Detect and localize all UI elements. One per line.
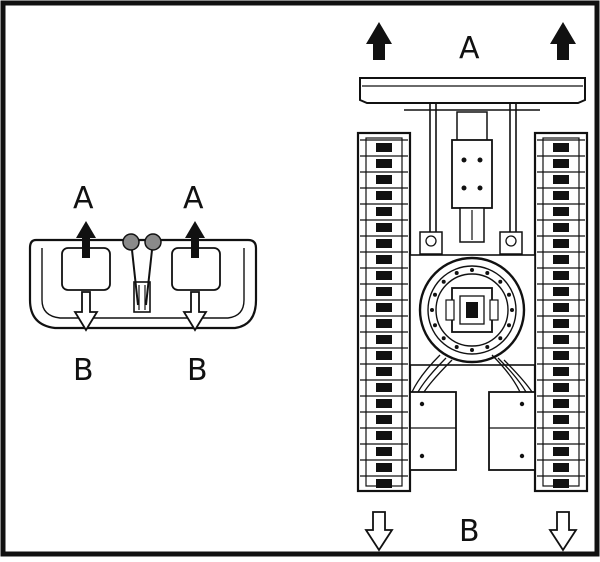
right-track [533,131,589,493]
arrow-down-icon [364,511,394,552]
travel-levers [122,233,162,313]
left-lever-knob [122,233,140,251]
machine-label-a: A [459,31,480,66]
blade-cylinder [451,111,493,243]
arrow-up-icon [366,22,392,60]
dozer-blade [359,77,586,104]
left-track [356,131,412,493]
right-label-b: B [187,353,208,388]
arrow-down-icon [548,511,578,552]
right-travel-motor [488,391,536,471]
arrow-up-icon [76,221,96,258]
left-label-b: B [73,353,94,388]
hydraulic-hoses [411,354,533,393]
arrow-up-icon [550,22,576,60]
machine-label-b: B [459,514,480,549]
control-panel: A A B B [28,181,258,388]
right-lever-knob [144,233,162,251]
left-travel-motor [409,391,457,471]
arrow-down-icon [73,291,99,332]
tracked-machine: A [356,22,589,552]
panel-body [28,238,258,330]
arrow-up-icon [185,221,205,258]
left-label-a: A [73,181,94,216]
slewing-ring [418,256,526,364]
arrow-down-icon [182,291,208,332]
panel-inner-rim [41,248,245,319]
right-label-a: A [183,181,204,216]
